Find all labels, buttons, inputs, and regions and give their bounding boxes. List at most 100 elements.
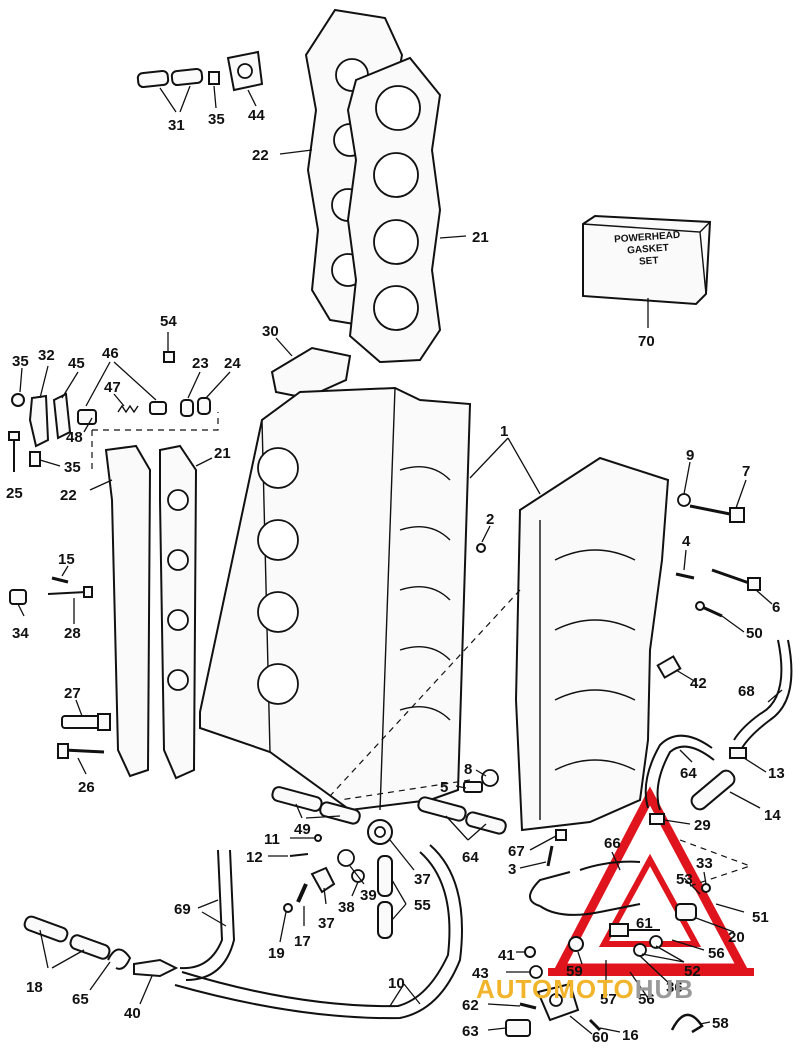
pin-15 xyxy=(51,576,69,584)
callout-43: 43 xyxy=(472,965,489,982)
callout-46: 46 xyxy=(102,345,119,362)
hose-pieces-31 xyxy=(136,67,204,89)
callout-50: 50 xyxy=(746,625,763,642)
callout-12: 12 xyxy=(246,849,263,866)
callout-6: 6 xyxy=(772,599,780,616)
side-cover-22 xyxy=(104,444,152,778)
connector-40 xyxy=(133,958,179,978)
callout-56: 56 xyxy=(708,945,725,962)
callout-18: 18 xyxy=(26,979,43,996)
watermark-part-1: AUTO xyxy=(476,974,554,1004)
callout-64: 64 xyxy=(462,849,479,866)
plunger-46 xyxy=(149,401,167,415)
bolt-25 xyxy=(8,431,20,472)
cover-45 xyxy=(52,392,72,440)
hose-14 xyxy=(690,769,736,811)
fitting-29 xyxy=(649,813,665,825)
hose-pieces-64-left xyxy=(417,796,507,835)
callout-35: 35 xyxy=(64,459,81,476)
valve-37 xyxy=(310,866,336,894)
hose-69 xyxy=(179,849,236,981)
callout-54: 54 xyxy=(160,313,177,330)
callout-10: 10 xyxy=(388,975,405,992)
sensor-27 xyxy=(61,713,111,731)
callout-44: 44 xyxy=(248,107,265,124)
callout-66: 66 xyxy=(604,835,621,852)
pin-4 xyxy=(675,572,695,580)
callout-34: 34 xyxy=(12,625,29,642)
seal-23 xyxy=(180,399,194,417)
bracket-60 xyxy=(536,982,580,1022)
screw-62 xyxy=(519,1002,537,1010)
grommet-39 xyxy=(337,849,355,867)
watermark-part-2: MOTO xyxy=(553,974,635,1004)
sensor-harness xyxy=(529,860,697,937)
bolt-6 xyxy=(711,568,761,591)
callout-11: 11 xyxy=(264,831,280,848)
screw-28 xyxy=(47,586,93,598)
callout-1: 1 xyxy=(500,423,508,440)
callout-65: 65 xyxy=(72,991,89,1008)
block-63 xyxy=(505,1019,531,1037)
callout-29: 29 xyxy=(694,817,711,834)
callout-37: 37 xyxy=(414,871,431,888)
side-gasket-21 xyxy=(159,444,198,780)
callout-68: 68 xyxy=(738,683,755,700)
clip-65 xyxy=(107,948,132,970)
callout-57: 57 xyxy=(600,991,617,1008)
assembly-dashed-lines xyxy=(91,412,752,887)
callout-33: 33 xyxy=(696,855,713,872)
callout-8: 8 xyxy=(464,761,472,778)
hose-pieces-55 xyxy=(377,855,393,939)
callout-9: 9 xyxy=(686,447,694,464)
callout-60: 60 xyxy=(592,1029,609,1046)
callout-45: 45 xyxy=(68,355,85,372)
callout-61: 61 xyxy=(636,915,653,932)
bolt-7 xyxy=(689,504,745,523)
callout-40: 40 xyxy=(124,1005,141,1022)
bushing-59 xyxy=(568,936,584,952)
body-37-top xyxy=(367,819,393,845)
callout-58: 58 xyxy=(712,1015,729,1032)
plug-34 xyxy=(9,589,27,605)
cylinder-block xyxy=(199,386,472,812)
callout-37: 37 xyxy=(318,915,335,932)
callout-22: 22 xyxy=(60,487,77,504)
hose-pieces-49 xyxy=(271,786,361,825)
watermark-text: AUTOMOTOHUB xyxy=(476,974,694,1005)
callout-38: 38 xyxy=(338,899,355,916)
callout-23: 23 xyxy=(192,355,209,372)
callout-19: 19 xyxy=(268,945,285,962)
callout-47: 47 xyxy=(104,379,121,396)
pin-16 xyxy=(588,1018,602,1032)
callout-51: 51 xyxy=(752,909,769,926)
callout-7: 7 xyxy=(742,463,750,480)
callout-26: 26 xyxy=(78,779,95,796)
seal-24 xyxy=(197,397,211,415)
callout-48: 48 xyxy=(66,429,83,446)
callout-59: 59 xyxy=(566,963,583,980)
callout-30: 30 xyxy=(262,323,279,340)
hose-10 xyxy=(174,844,463,1020)
leader-lines xyxy=(17,85,783,1035)
fitting-67 xyxy=(555,829,567,841)
callout-56: 56 xyxy=(638,991,655,1008)
fitting-35-top xyxy=(208,71,220,85)
callout-21: 21 xyxy=(214,445,231,462)
callout-13: 13 xyxy=(768,765,785,782)
hose-18 xyxy=(23,915,111,960)
callout-22: 22 xyxy=(252,147,269,164)
fitting-35-left xyxy=(29,451,41,467)
callout-32: 32 xyxy=(38,347,55,364)
fitting-35-upper xyxy=(11,393,25,407)
callout-63: 63 xyxy=(462,1023,479,1040)
callout-53: 53 xyxy=(676,871,693,888)
callout-15: 15 xyxy=(58,551,75,568)
callout-70: 70 xyxy=(638,333,655,350)
valve-48 xyxy=(77,409,97,425)
callout-35: 35 xyxy=(12,353,29,370)
cover-gasket-30 xyxy=(270,346,352,400)
pin-17 xyxy=(296,883,308,903)
gasket-set-box xyxy=(582,214,712,306)
screw-2 xyxy=(476,543,486,553)
